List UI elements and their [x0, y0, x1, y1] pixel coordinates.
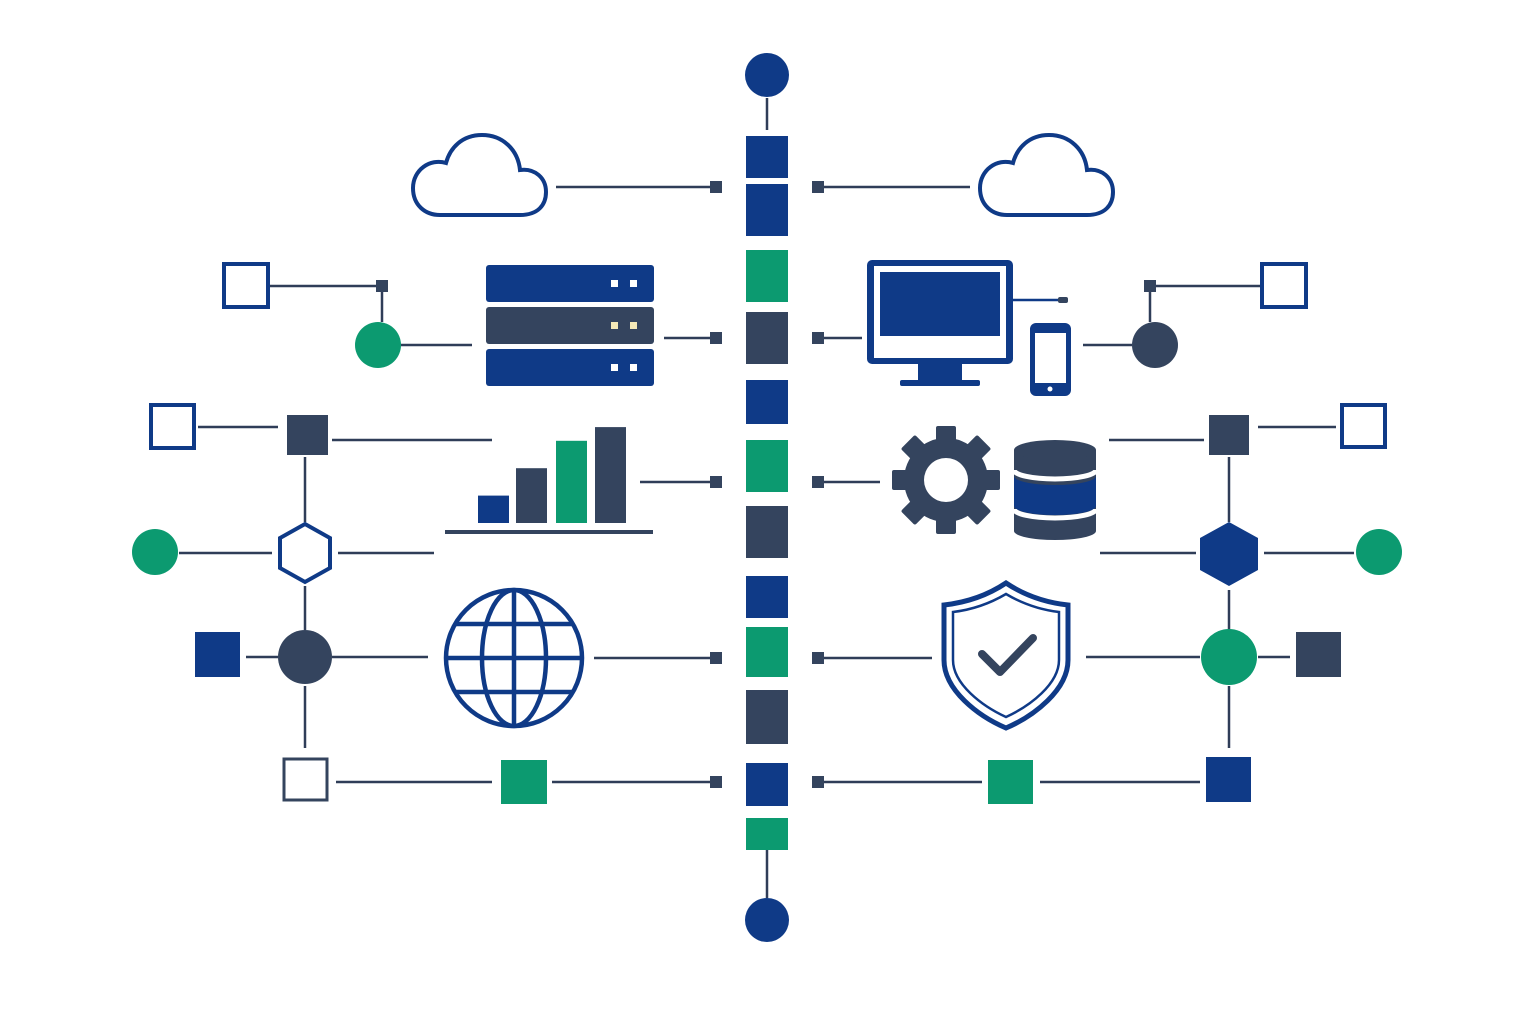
cloud-icon-right: [977, 132, 1116, 217]
spine-block-navy: [746, 184, 788, 236]
connector-port: [812, 776, 824, 788]
central-spine: [745, 53, 789, 942]
smartphone-icon: [1030, 323, 1071, 396]
green-node: [1201, 629, 1257, 685]
bar-chart-bar: [516, 468, 547, 523]
bar-chart-bar: [556, 440, 587, 523]
globe-icon: [443, 587, 585, 729]
connector-port: [710, 652, 722, 664]
connector-port: [710, 332, 722, 344]
connector-port: [710, 776, 722, 788]
connector-port: [1058, 297, 1068, 303]
spine-block-navy: [746, 380, 788, 424]
database-icon: [1011, 440, 1099, 540]
outline-square-node: [1260, 262, 1308, 309]
outline-square-node: [282, 757, 329, 802]
connector-port: [812, 652, 824, 664]
green-square-node: [988, 760, 1033, 804]
green-square-node: [501, 760, 547, 804]
green-node: [1356, 529, 1402, 575]
hexagon-node-outline: [278, 521, 332, 585]
navy-square-node: [1206, 757, 1251, 802]
connector-port: [710, 181, 722, 193]
connector-port: [1144, 280, 1156, 292]
spine-block-navy: [746, 763, 788, 806]
green-node: [355, 322, 401, 368]
bar-chart-icon: [445, 427, 653, 534]
outline-square-node: [222, 262, 270, 309]
server-rack-icon: [486, 265, 654, 386]
spine-block-green: [746, 440, 788, 492]
spine-blocks: [746, 136, 788, 850]
spine-block-navy: [746, 136, 788, 178]
spine-block-green: [746, 250, 788, 302]
connector-port: [710, 476, 722, 488]
green-node: [132, 529, 178, 575]
spine-block-slate: [746, 312, 788, 364]
hexagon-node: [1200, 522, 1258, 586]
spine-bottom-node: [745, 898, 789, 942]
monitor-icon: [867, 260, 1013, 386]
connector-port: [812, 332, 824, 344]
spine-block-navy: [746, 576, 788, 618]
bar-chart-bar: [478, 495, 509, 523]
checkmark-icon: [978, 634, 1037, 676]
bar-chart-baseline: [445, 530, 653, 534]
slate-square-node: [1296, 632, 1341, 677]
bar-chart-bar: [595, 427, 626, 523]
spine-block-green: [746, 627, 788, 677]
cloud-icon-left: [410, 132, 549, 217]
slate-square-node: [1209, 415, 1249, 455]
shield-check-icon: [941, 579, 1071, 731]
spine-top-node: [745, 53, 789, 97]
connector-port: [812, 181, 824, 193]
spine-block-slate: [746, 690, 788, 744]
gear-icon: [892, 426, 1000, 534]
outline-square-node: [1340, 403, 1387, 449]
connector-port: [812, 476, 824, 488]
spine-block-slate: [746, 506, 788, 558]
outline-square-node: [149, 403, 196, 450]
slate-square-node: [287, 415, 328, 455]
slate-node: [278, 630, 332, 684]
spine-block-green: [746, 818, 788, 850]
slate-node: [1132, 322, 1178, 368]
connector-port: [376, 280, 388, 292]
navy-square-node: [195, 632, 240, 677]
